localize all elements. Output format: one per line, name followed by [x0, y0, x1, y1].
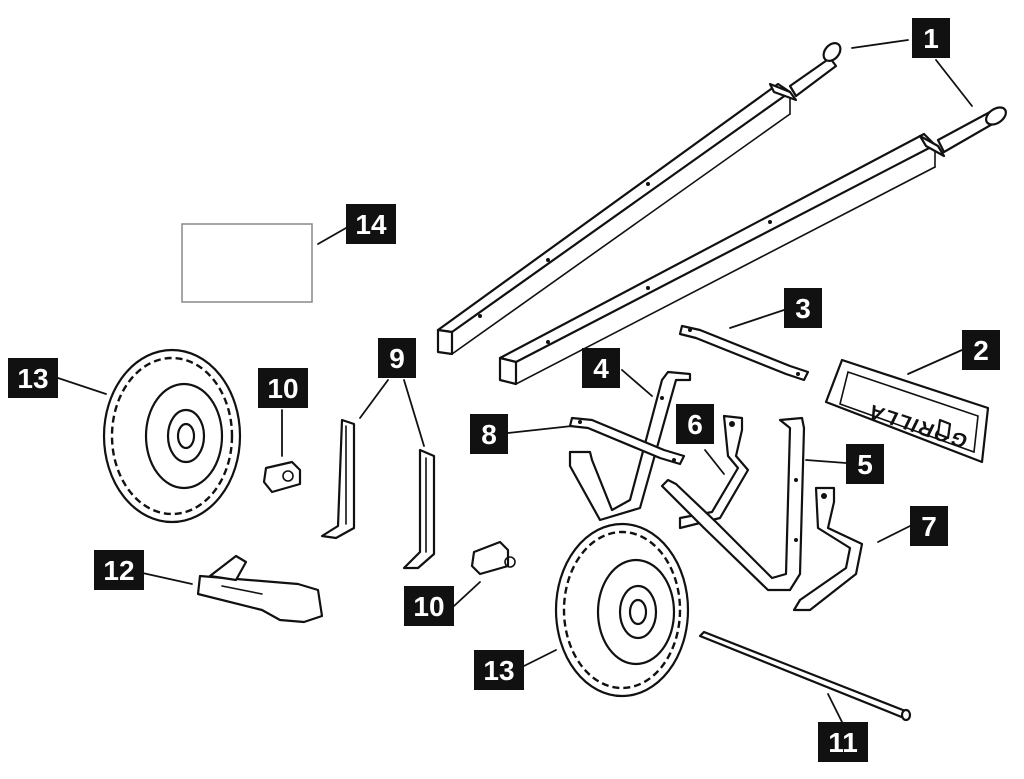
wheel-right	[554, 522, 690, 698]
callout-12: 12	[94, 550, 144, 590]
callout-9-label: 9	[389, 343, 405, 374]
callout-3-label: 3	[795, 293, 811, 324]
callout-10-lower-label: 10	[413, 591, 444, 622]
leg-left	[320, 418, 356, 540]
hub-clip-upper	[262, 460, 302, 494]
label-sticker	[181, 223, 313, 303]
callout-7-label: 7	[921, 511, 937, 542]
callout-11: 11	[818, 722, 868, 762]
handle-rail-right	[498, 106, 1007, 386]
handle-rail-left	[436, 42, 842, 356]
callout-6-label: 6	[687, 409, 703, 440]
callout-13-right-label: 13	[483, 655, 514, 686]
callout-8-label: 8	[481, 419, 497, 450]
callout-1: 1	[912, 18, 950, 58]
callout-5-label: 5	[857, 449, 873, 480]
callout-5: 5	[846, 444, 884, 484]
callout-12-label: 12	[103, 555, 134, 586]
callout-10-lower: 10	[404, 586, 454, 626]
foot-bumper	[196, 554, 324, 624]
support-bracket-lower	[792, 486, 864, 612]
callout-10-upper-label: 10	[267, 373, 298, 404]
callout-13-right: 13	[474, 650, 524, 690]
callout-11-label: 11	[828, 727, 858, 758]
callout-3: 3	[784, 288, 822, 328]
callout-2: 2	[962, 330, 1000, 370]
axle-rod	[698, 630, 912, 722]
flat-brace	[678, 324, 810, 382]
callout-14: 14	[346, 204, 396, 244]
leg-right	[402, 448, 436, 570]
cross-brace	[568, 416, 686, 466]
callout-4-label: 4	[593, 353, 609, 384]
callout-1-label: 1	[923, 23, 939, 54]
wheel-left	[102, 348, 242, 524]
callout-4: 4	[582, 348, 620, 388]
leader-lines	[57, 39, 973, 723]
callout-2-label: 2	[973, 335, 989, 366]
callout-7: 7	[910, 506, 948, 546]
callout-8: 8	[470, 414, 508, 454]
callout-9: 9	[378, 338, 416, 378]
front-leg-brace	[568, 370, 692, 522]
callout-13-left-label: 13	[17, 363, 48, 394]
callout-14-label: 14	[355, 209, 387, 240]
hub-clip-lower	[470, 540, 516, 576]
callout-10-upper: 10	[258, 368, 308, 408]
rear-leg-brace	[660, 416, 806, 592]
callout-13-left: 13	[8, 358, 58, 398]
callout-6: 6	[676, 404, 714, 444]
